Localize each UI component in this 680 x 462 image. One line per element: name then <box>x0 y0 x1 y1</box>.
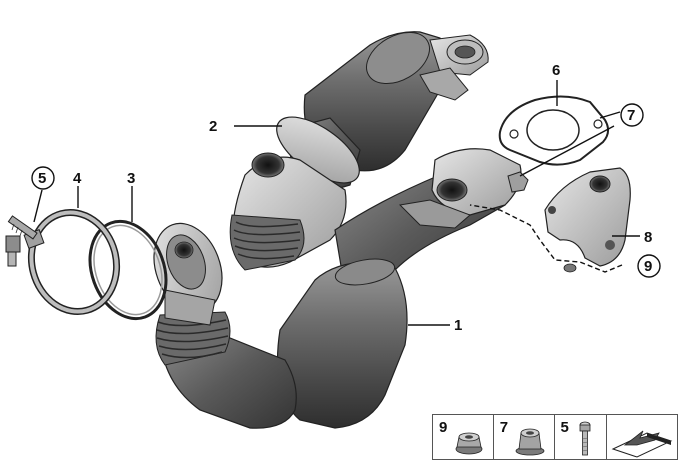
clamp <box>23 208 121 316</box>
bolt <box>5 215 38 267</box>
callout-7-circle <box>620 103 644 127</box>
small-parts-legend: 9 7 5 <box>432 414 678 460</box>
callout-9: 9 <box>644 258 652 275</box>
rear-catalytic-converter <box>153 148 522 429</box>
bracket <box>544 167 631 273</box>
legend-number: 5 <box>560 419 569 436</box>
callout-5: 5 <box>38 170 46 187</box>
callout-5-circle <box>31 166 55 190</box>
hex-nut-icon <box>455 432 483 455</box>
legend-number: 9 <box>439 419 448 436</box>
sealing-ring <box>88 219 168 321</box>
callout-labels: 1 2 3 4 5 6 7 8 9 <box>31 62 661 334</box>
legend-item-direction <box>607 415 677 459</box>
collar-nut-icon <box>515 428 545 456</box>
callout-2: 2 <box>209 118 217 135</box>
bolt-icon <box>579 421 590 456</box>
legend-number: 7 <box>499 419 509 436</box>
leader-lines <box>33 80 640 326</box>
gasket <box>498 95 609 166</box>
callout-8: 8 <box>644 229 652 246</box>
callout-7: 7 <box>627 107 635 124</box>
front-catalytic-converter <box>229 31 489 271</box>
callout-3: 3 <box>127 170 135 187</box>
legend-item-collar-nut: 7 <box>494 415 555 459</box>
direction-arrow-icon <box>611 430 673 458</box>
legend-item-bolt: 5 <box>555 415 608 459</box>
callout-1: 1 <box>454 317 462 334</box>
legend-item-hex-nut: 9 <box>433 415 494 459</box>
callout-9-circle <box>637 254 661 278</box>
callout-4: 4 <box>73 170 82 187</box>
callout-6: 6 <box>552 62 560 79</box>
collar-nut <box>507 171 529 193</box>
